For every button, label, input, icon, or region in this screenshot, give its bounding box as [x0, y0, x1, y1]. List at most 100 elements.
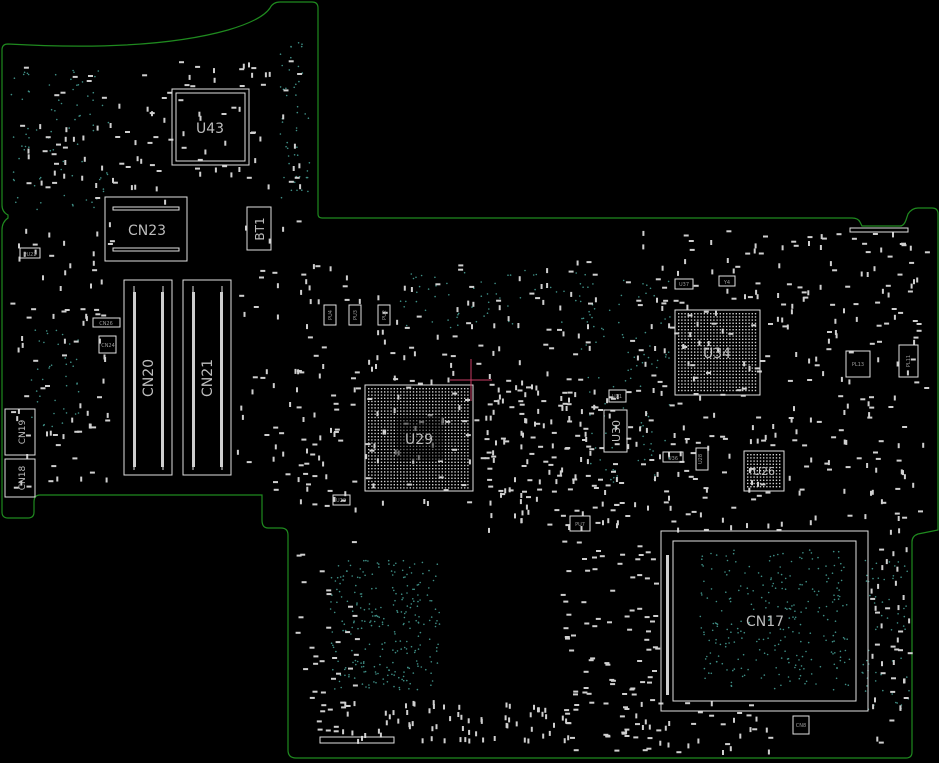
passive-pad	[677, 270, 679, 276]
connector-cn8[interactable]: CN8	[792, 715, 810, 735]
bga-ball	[454, 458, 456, 460]
chip-u29[interactable]: U29	[364, 384, 474, 492]
via	[752, 608, 755, 611]
passive-pad	[509, 406, 515, 409]
inductor-pl13[interactable]: PL13	[845, 350, 871, 378]
bga-ball	[464, 474, 466, 476]
bga-ball	[428, 410, 431, 412]
chip-u23[interactable]: U23	[332, 494, 351, 506]
chip-u43[interactable]: U43	[171, 88, 250, 166]
connector-cn24[interactable]: CN24	[98, 335, 117, 354]
passive-pad	[898, 649, 903, 652]
bga-ball	[684, 361, 686, 363]
bga-ball	[393, 448, 395, 451]
chip-u28[interactable]: U28	[695, 447, 709, 471]
passive-pad	[890, 645, 896, 648]
passive-pad	[608, 413, 611, 419]
crystal-y4[interactable]: Y4	[718, 275, 736, 287]
via	[359, 593, 362, 595]
bga-ball	[368, 429, 370, 431]
chip-pu7[interactable]: PU7	[569, 515, 591, 532]
passive-pad	[542, 299, 545, 305]
connector-cn21[interactable]: CN21	[182, 279, 232, 476]
bga-ball	[428, 474, 431, 476]
inductor-pl11[interactable]: PL11	[898, 344, 919, 378]
via	[714, 622, 717, 624]
passive-pad	[592, 273, 598, 276]
bga-ball	[451, 445, 453, 447]
bga-ball	[719, 332, 721, 334]
via	[805, 580, 807, 583]
connector-cn19[interactable]: CN19	[4, 408, 36, 456]
via	[406, 640, 408, 643]
chip-u26[interactable]: U26	[743, 450, 785, 492]
passive-pad	[459, 737, 462, 743]
chip-u31[interactable]: U31	[608, 389, 627, 403]
battery-bt1[interactable]: BT1	[246, 206, 272, 251]
bga-ball	[406, 413, 408, 415]
passive-pad	[605, 484, 611, 487]
chip-u37[interactable]: U37	[674, 278, 694, 290]
connector-cn23[interactable]: CN23	[104, 196, 188, 262]
bga-ball	[719, 329, 721, 331]
connector-cn20[interactable]: CN20	[123, 279, 173, 476]
bga-ball	[384, 407, 386, 409]
via	[782, 628, 785, 631]
passive-pad	[558, 404, 564, 407]
bga-ball	[387, 413, 389, 415]
via	[837, 598, 840, 600]
connector-cn18[interactable]: CN18	[4, 458, 36, 498]
passive-pad	[56, 476, 59, 482]
passive-pad	[303, 668, 309, 671]
passive-pad	[537, 390, 540, 396]
via	[360, 595, 363, 598]
via	[840, 569, 843, 572]
bga-ball	[460, 461, 463, 463]
chip-pu2[interactable]: PU2	[377, 304, 391, 326]
bga-ball	[412, 400, 415, 403]
chip-u36[interactable]: U36	[662, 451, 684, 463]
bga-ball	[694, 351, 696, 353]
passive-pad	[729, 746, 732, 752]
connector-cn26[interactable]: CN26	[92, 317, 121, 328]
connector-cn17[interactable]: CN17	[660, 530, 869, 712]
passive-pad	[565, 712, 571, 715]
passive-pad	[535, 385, 538, 391]
chip-u30[interactable]: U30	[603, 409, 628, 453]
passive-pad	[755, 282, 761, 285]
via	[65, 384, 68, 387]
bga-ball	[428, 445, 431, 447]
chip-pu4[interactable]: PU4	[323, 304, 337, 326]
bga-ball	[390, 468, 392, 470]
bga-ball	[457, 468, 459, 470]
via	[390, 570, 393, 572]
passive-pad	[892, 232, 894, 238]
chip-pu3[interactable]: PU3	[348, 304, 362, 326]
passive-pad	[421, 738, 424, 744]
via	[402, 576, 405, 579]
via	[285, 94, 288, 97]
chip-u34[interactable]: U34	[674, 309, 761, 396]
bga-ball	[432, 464, 434, 467]
bga-ball	[396, 484, 399, 486]
passive-pad	[677, 402, 683, 405]
bga-ball	[678, 354, 680, 356]
passive-pad	[409, 379, 415, 382]
bga-ball	[738, 332, 741, 334]
via	[642, 283, 644, 285]
passive-pad	[816, 420, 822, 423]
via	[391, 673, 393, 676]
via	[68, 343, 71, 345]
passive-pad	[645, 551, 651, 554]
passive-pad	[660, 390, 663, 396]
passive-pad	[684, 438, 690, 440]
chip-pu22[interactable]: PU22	[19, 247, 41, 259]
passive-pad	[566, 403, 572, 406]
passive-pad	[896, 566, 899, 572]
passive-pad	[754, 243, 757, 249]
label-u23: U23	[336, 498, 346, 504]
bga-ball	[403, 458, 405, 460]
via	[743, 674, 746, 677]
passive-pad	[656, 297, 658, 303]
